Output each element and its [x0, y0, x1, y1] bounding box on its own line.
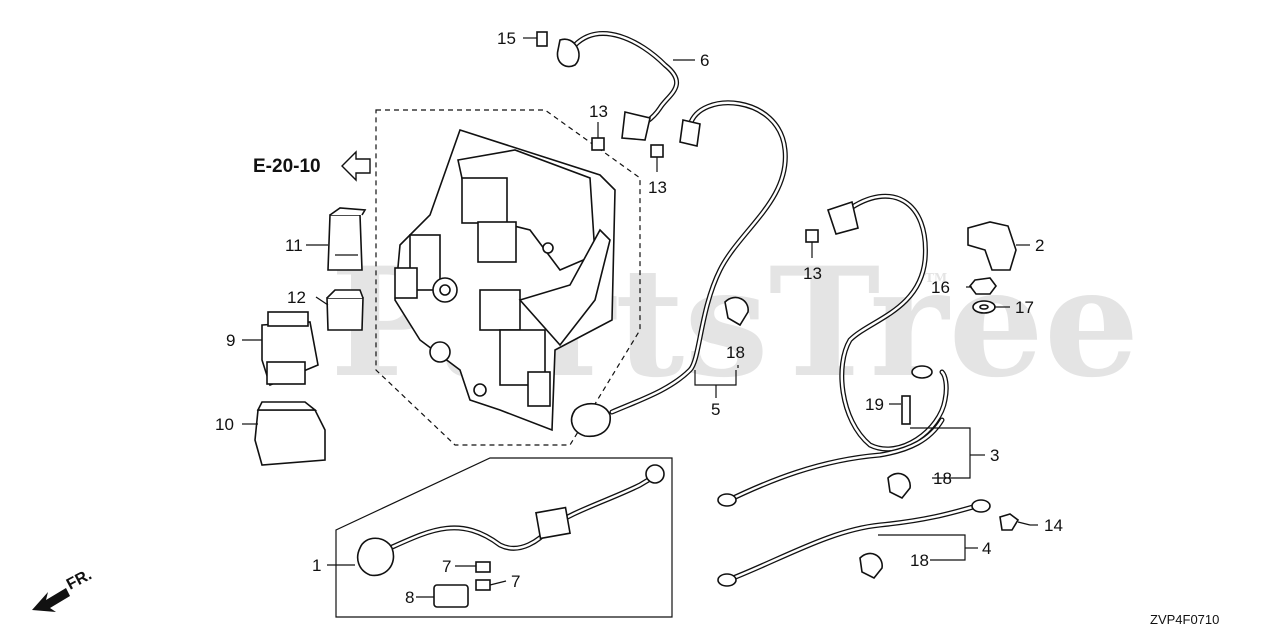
callout-16: 16: [931, 278, 950, 297]
front-label: FR.: [64, 566, 95, 593]
callouts: 15 6 13 13 13 2 16 17 11 12 9 10 18 5 19…: [215, 29, 1063, 607]
wire-1-harness: [356, 464, 665, 577]
callout-1: 1: [312, 556, 321, 575]
front-direction-arrow-icon: [32, 588, 70, 612]
part-17-washer: [972, 300, 996, 314]
part-14-bolt: [999, 513, 1031, 531]
callout-17: 17: [1015, 298, 1034, 317]
callout-8: 8: [405, 588, 414, 607]
callout-13-b: 13: [648, 178, 667, 197]
part-10-fuse-case: [254, 401, 326, 466]
part-13-bolts: [591, 137, 819, 243]
callout-7-b: 7: [511, 572, 520, 591]
callout-4: 4: [982, 539, 991, 558]
part-11-connector: [327, 207, 367, 271]
callout-14: 14: [1044, 516, 1063, 535]
part-15-clip: [536, 31, 548, 47]
control-box-assembly: [394, 129, 616, 432]
harness-group-outline: [335, 457, 673, 618]
watermark-tm: TM: [925, 271, 947, 285]
part-18-clamps: [724, 296, 911, 580]
part-12-cover: [326, 289, 364, 331]
group-boundaries: [335, 109, 673, 618]
callout-18-b: 18: [933, 469, 952, 488]
callout-5: 5: [711, 400, 720, 419]
callout-7-a: 7: [442, 557, 451, 576]
part-2-terminal-cover: [967, 221, 1017, 271]
callout-6: 6: [700, 51, 709, 70]
callout-15: 15: [497, 29, 516, 48]
callout-2: 2: [1035, 236, 1044, 255]
part-19-bolt: [901, 395, 911, 425]
wire-5: [570, 100, 788, 438]
part-7-fuses: [475, 561, 491, 591]
callout-19: 19: [865, 395, 884, 414]
diagram-code: ZVP4F0710: [1150, 612, 1219, 627]
callout-18-c: 18: [910, 551, 929, 570]
part-9-fuse-block: [261, 311, 319, 387]
callout-18-a: 18: [726, 343, 745, 362]
reference-marker[interactable]: E-20-10: [253, 150, 371, 182]
wire-6: [556, 31, 680, 141]
part-16-nut: [968, 277, 997, 295]
callout-10: 10: [215, 415, 234, 434]
callout-13-a: 13: [589, 102, 608, 121]
callout-13-c: 13: [803, 264, 822, 283]
hollow-left-arrow-icon: [341, 150, 371, 182]
control-box-group-outline: [375, 109, 641, 446]
reference-label[interactable]: E-20-10: [253, 156, 321, 177]
callout-12: 12: [287, 288, 306, 307]
callout-11: 11: [285, 236, 303, 255]
part-8-relay: [433, 584, 469, 608]
callout-9: 9: [226, 331, 235, 350]
wire-3: [717, 193, 949, 507]
leader-lines: [242, 37, 1038, 598]
front-direction-indicator: FR.: [32, 566, 95, 612]
callout-3: 3: [990, 446, 999, 465]
wire-4: [717, 499, 991, 587]
